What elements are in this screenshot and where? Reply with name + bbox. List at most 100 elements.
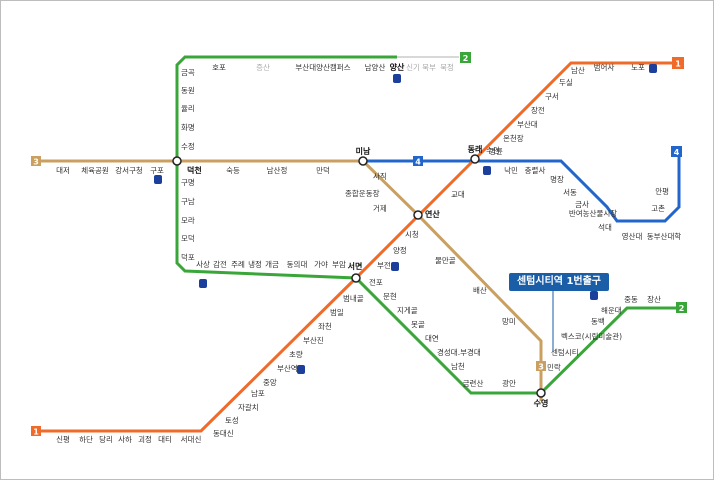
station-label: 부산진 [303,335,324,345]
station-label: 대저 [56,166,70,175]
station-label: 동대신 [213,429,234,438]
station-label: 덕포 [181,252,195,262]
svg-text:3: 3 [538,363,544,372]
transfer-yeonsan[interactable] [413,210,423,220]
station-label: 대티 [158,435,172,444]
line-4-path [363,151,681,223]
line-4-badge-end[interactable]: 4 [671,146,682,157]
station-label: 체육공원 [81,165,109,175]
line-1-badge-south[interactable]: 1 [31,426,41,437]
transfer-suyeong[interactable] [536,388,546,398]
line-2-badge-north[interactable]: 2 [460,52,471,63]
station-label: 센텀시티 [551,347,579,357]
line-1-badge-north[interactable]: 1 [672,57,684,69]
station-label: 동부산대학 [647,231,682,241]
station-label: 당리 [99,434,113,444]
train-icon [649,64,657,73]
station-label: 덕천 [187,165,202,175]
station-label: 미남 [356,146,371,156]
station-label: 민락 [547,362,561,372]
station-label: 해운대 [601,305,622,315]
station-label: 구남 [181,197,195,206]
station-label: 부산대 [517,119,538,129]
station-label: 영산대 [622,231,643,241]
station-label: 금련산 [463,378,484,388]
station-label: 장산 [647,294,661,304]
svg-text:4: 4 [674,148,680,157]
station-label: 남천 [451,361,465,371]
line-2-path [175,55,679,395]
station-label: 광안 [502,378,516,388]
station-label: 부암 [332,259,346,269]
station-label: 대연 [425,334,439,343]
station-label: 토성 [225,416,239,425]
exit-callout[interactable]: 센텀시티역 1번출구 [509,273,609,291]
station-labels: 대저 체육공원 강서구청 구포 덕천 숙등 남산정 만덕 미남 사직 종합운동장… [56,62,681,444]
train-icon [393,74,401,83]
station-label: 중동 [624,295,638,304]
station-label: 지게골 [397,305,418,315]
line-4-badge[interactable]: 4 [413,156,423,167]
station-label: 부산대양산캠퍼스 [295,62,350,72]
transfer-dongnae[interactable] [470,154,480,164]
station-label: 수안 [486,145,500,155]
station-label: 동의대 [287,259,308,269]
station-label: 온천장 [503,133,524,143]
station-label: 만덕 [316,165,330,175]
station-label: 동래 [468,144,483,154]
station-label: 증산 [256,62,270,72]
train-icon [297,365,305,374]
svg-text:1: 1 [33,428,39,437]
station-label: 하단 [79,434,93,444]
station-label: 양정 [393,245,407,255]
station-label: 서면 [348,261,363,271]
station-label: 북정 [440,62,454,72]
station-label: 화명 [181,122,195,132]
line-3-badge-suyeong[interactable]: 3 [536,361,546,372]
station-label: 못골 [411,320,425,329]
station-label: 사하 [118,434,132,444]
station-label: 숙등 [226,166,240,175]
station-label: 남산 [571,65,585,75]
train-icons [154,64,657,374]
station-label: 범어사 [594,62,615,72]
transfer-seomyeon[interactable] [351,273,361,283]
station-label: 연산 [425,209,440,219]
train-icon [483,166,491,175]
station-label: 반여농산물시장 [569,208,617,218]
station-label: 서대신 [181,435,202,444]
station-label: 금곡 [181,68,195,77]
station-label: 물만골 [435,256,456,265]
line-2-badge-east[interactable]: 2 [676,302,687,313]
station-label: 구서 [545,92,559,101]
station-label: 양산 [390,62,405,72]
station-label: 모덕 [181,233,195,243]
station-label: 안평 [655,186,669,196]
station-label: 남포 [251,389,265,398]
station-label: 가야 [314,259,328,269]
station-label: 수영 [534,398,549,408]
station-label: 명장 [550,174,564,184]
station-label: 전포 [369,277,383,287]
station-label: 개금 [265,259,279,269]
transfer-minam[interactable] [358,156,368,166]
station-label: 두실 [559,77,573,87]
station-label: 문현 [383,292,397,301]
station-label: 자갈치 [238,403,259,412]
station-label: 동백 [591,316,605,326]
station-label: 신평 [56,434,70,444]
transfer-deokcheon[interactable] [172,156,182,166]
station-label: 명륜 [489,146,503,156]
station-label: 구포 [150,166,164,175]
station-label: 부전 [377,260,391,270]
station-label: 감전 [213,259,227,269]
line-3-badge-west[interactable]: 3 [31,156,41,167]
station-label: 신기 [406,63,420,72]
station-label: 종합운동장 [345,188,380,198]
station-label: 시청 [405,230,419,239]
train-icon [199,279,207,288]
svg-text:3: 3 [33,158,39,167]
station-label: 망미 [502,316,516,326]
